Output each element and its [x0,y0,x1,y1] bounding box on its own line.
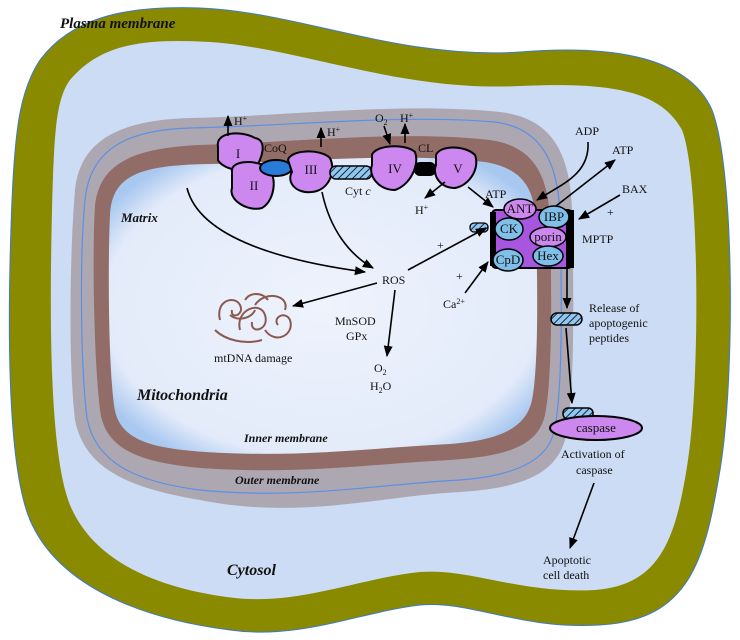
mitochondria-label: Mitochondria [136,387,228,404]
peptide-caspase-arrow [565,327,576,405]
ck-protein [494,217,524,241]
ros-plus-label: + [437,238,444,252]
complex-III-label: III [305,162,318,177]
ant-protein [503,198,537,220]
ros-detox-arrow [383,289,396,358]
ros-label: ROS [382,273,405,287]
release-label-1: Release of [589,301,639,315]
complex-IV-label: IV [388,161,402,176]
cpd-protein [492,248,524,272]
caspase-death-arrow [569,482,595,550]
complex-III-ros-arrow [321,191,374,269]
caspase [549,415,643,441]
apoptogenic-peptide [550,312,583,326]
matrix-region [108,157,538,454]
calcium-arrow [464,261,489,294]
adp-arrow [536,141,589,201]
porin-label: porin [534,229,562,244]
atp-out-arrow [555,159,616,207]
o2-top-label: O2 [375,111,388,127]
cytochrome-c-label: Cyt c [345,184,371,198]
cytosol-label: Cytosol [227,562,276,579]
outer-membrane-label: Outer membrane [235,473,320,487]
calcium-label: Ca2+ [443,297,465,311]
ros-mptp-arrow [407,227,487,271]
death-label-2: cell death [543,568,589,582]
bax-label: BAX [622,182,648,196]
gpx-label: GPx [346,329,367,343]
proton-arrow-4 [424,181,446,199]
complex-I-ros-arrow [186,187,367,276]
ck-label: CK [500,221,519,236]
proton-label-1: H+ [234,114,248,128]
release-label-2: apoptogenic [589,316,648,330]
activation-label-1: Activation of [561,447,625,461]
complex-III: III [286,150,334,194]
death-label-1: Apoptotic [543,553,591,567]
cardiolipin [414,162,436,176]
calcium-plus-label: + [456,269,463,283]
coq-label: CoQ [264,141,287,155]
inner-membrane-label: Inner membrane [243,431,328,445]
hex-label: Hex [537,248,559,263]
mptp-label: MPTP [582,232,614,246]
atp-right-label: ATP [612,143,634,157]
complex-V-label: V [453,161,463,176]
mptp-complex: ANT IBP CK porin CpD Hex [490,198,574,272]
complex-V: V [434,146,478,190]
complex-I-label: I [236,146,240,161]
o2-label: O2 [374,361,387,377]
mnsod-label: MnSOD [335,314,376,328]
activation-label-2: caspase [576,463,613,477]
adp-label: ADP [575,124,599,138]
hex-protein [532,245,564,267]
atp-to-mptp-arrow [467,186,494,208]
ant-label: ANT [507,201,534,216]
mtdna-icon [214,293,292,343]
ros-mtdna-arrow [291,282,378,308]
plasma-membrane-label: Plasma membrane [60,16,176,32]
proton-label-3: H+ [400,111,414,125]
release-label-3: peptides [589,331,629,345]
proton-label-4: H+ [415,203,429,217]
bax-plus-label: + [607,205,614,219]
outer-membrane-line [80,118,562,494]
cardiolipin-label: CL [418,141,433,155]
mtdna-damage-label: mtDNA damage [214,351,292,365]
coq-ellipse [259,159,293,177]
h2o-label: H2O [370,379,392,395]
caspase-label: caspase [576,420,616,435]
cpd-label: CpD [496,252,521,267]
o2-arrow [382,125,392,146]
proton-label-2: H+ [327,125,341,139]
ibp-label: IBP [544,209,564,224]
cytochrome-c [329,165,373,180]
atp-left-label: ATP [485,187,507,201]
matrix-label: Matrix [120,210,158,225]
complex-IV: IV [370,145,418,192]
complex-II-label: II [250,178,259,193]
bax-arrow [578,194,621,220]
